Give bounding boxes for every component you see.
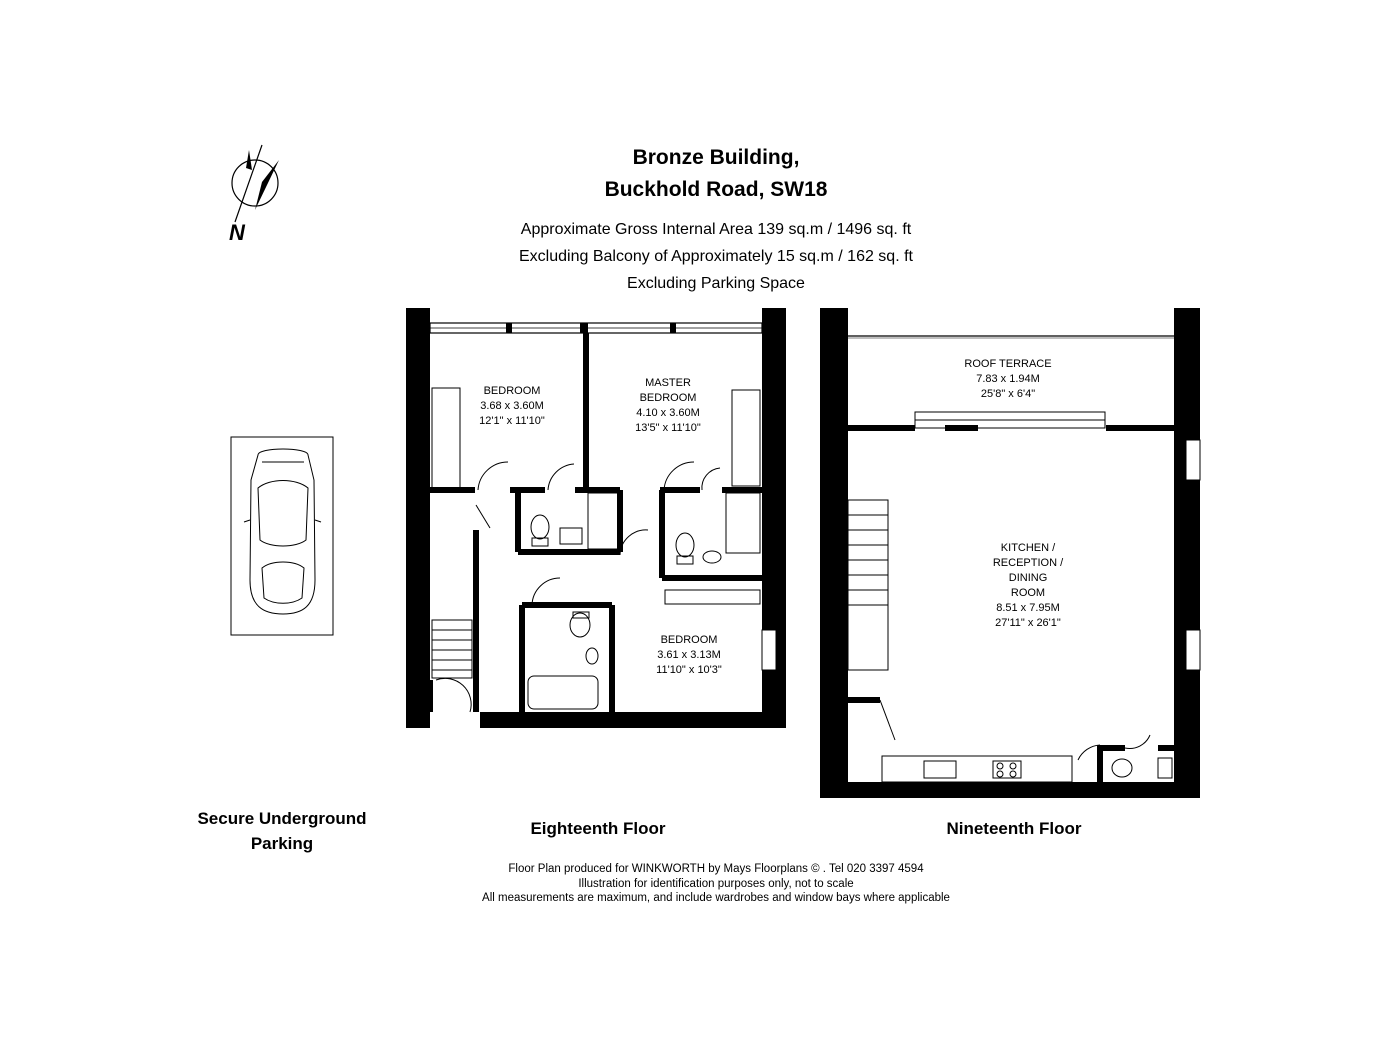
kitchen-label: KITCHEN / RECEPTION / DINING ROOM 8.51 x…: [948, 541, 1108, 631]
bedroom-1-metric: 3.68 x 3.60M: [480, 400, 544, 412]
kitchen-name-1: KITCHEN /: [1000, 542, 1056, 554]
footer: Floor Plan produced for WINKWORTH by May…: [366, 862, 1066, 906]
parking-title: Secure Underground Parking: [152, 806, 412, 856]
gross-area: Approximate Gross Internal Area 139 sq.m…: [520, 221, 912, 238]
master-bedroom-name-2: BEDROOM: [639, 392, 697, 404]
kitchen-name-4: ROOM: [1010, 587, 1046, 599]
parking-title-2: Parking: [250, 834, 314, 853]
title-line-2: Buckhold Road, SW18: [604, 178, 828, 201]
master-bedroom-label: MASTER BEDROOM 4.10 x 3.60M 13'5" x 11'1…: [588, 376, 748, 436]
car-icon: [230, 436, 334, 636]
eighteenth-floor-title: Eighteenth Floor: [530, 819, 666, 838]
eighteenth-floor-plan: [406, 308, 786, 728]
footer-line-1: Floor Plan produced for WINKWORTH by May…: [508, 863, 924, 875]
north-arrow-icon: [231, 144, 279, 223]
kitchen-metric: 8.51 x 7.95M: [996, 602, 1060, 614]
bedroom-3-label: BEDROOM 3.61 x 3.13M 11'10" x 10'3": [609, 633, 769, 678]
balcony-area: Excluding Balcony of Approximately 15 sq…: [519, 248, 913, 265]
bedroom-1-name: BEDROOM: [483, 385, 541, 397]
bedroom-1-label: BEDROOM 3.68 x 3.60M 12'1" x 11'10": [432, 384, 592, 429]
bedroom-3-metric: 3.61 x 3.13M: [657, 649, 721, 661]
bedroom-3-name: BEDROOM: [660, 634, 718, 646]
footer-line-2: Illustration for identification purposes…: [578, 877, 854, 890]
kitchen-name-2: RECEPTION /: [992, 557, 1064, 569]
master-bedroom-name-1: MASTER: [645, 377, 691, 389]
roof-terrace-name: ROOF TERRACE: [964, 358, 1052, 370]
nineteenth-floor-plan: [820, 308, 1201, 798]
master-bedroom-imperial: 13'5" x 11'10": [635, 422, 701, 434]
roof-terrace-label: ROOF TERRACE 7.83 x 1.94M 25'8" x 6'4": [928, 357, 1088, 402]
roof-terrace-imperial: 25'8" x 6'4": [980, 388, 1036, 400]
nineteenth-floor-title: Nineteenth Floor: [946, 819, 1082, 838]
parking-title-1: Secure Underground: [197, 809, 367, 828]
parking-note: Excluding Parking Space: [627, 275, 805, 292]
compass-label: N: [229, 220, 245, 245]
bedroom-1-imperial: 12'1" x 11'10": [479, 415, 545, 427]
title-line-1: Bronze Building,: [632, 146, 800, 169]
master-bedroom-metric: 4.10 x 3.60M: [636, 407, 700, 419]
kitchen-name-3: DINING: [1008, 572, 1048, 584]
kitchen-imperial: 27'11" x 26'1": [995, 617, 1061, 629]
footer-line-3: All measurements are maximum, and includ…: [482, 892, 950, 904]
roof-terrace-metric: 7.83 x 1.94M: [976, 373, 1040, 385]
bedroom-3-imperial: 11'10" x 10'3": [656, 664, 722, 676]
